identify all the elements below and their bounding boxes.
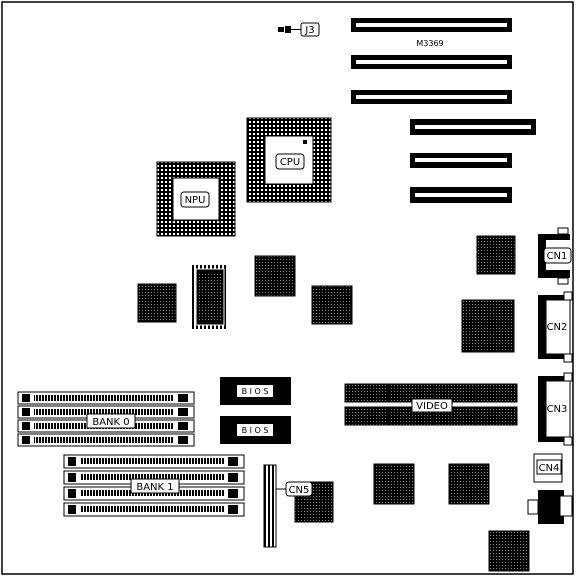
- npu-socket: NPU: [156, 161, 236, 237]
- simm-socket: [17, 433, 195, 447]
- expansion-slots-lower: [410, 119, 536, 203]
- plcc-chip-with-legs: [192, 265, 228, 329]
- chip: [488, 530, 530, 572]
- video-label: VIDEO: [416, 401, 448, 412]
- chip: [311, 285, 353, 325]
- cn3-label: CN3: [547, 404, 568, 415]
- simm-bank-1: BANK 1: [63, 454, 245, 517]
- bank-0-label: BANK 0: [92, 417, 129, 428]
- chip-group: [137, 235, 530, 572]
- cn2-connector: CN2: [538, 291, 573, 363]
- cn4-label: CN4: [539, 463, 560, 474]
- j3-label: J3: [304, 25, 314, 36]
- video-memory: VIDEO: [344, 383, 518, 426]
- chip: [476, 235, 516, 275]
- chip: [461, 299, 515, 353]
- expansion-slots-upper: [351, 18, 512, 104]
- simm-socket: [63, 470, 245, 485]
- bios-label-1: B I O S: [242, 387, 269, 396]
- chip: [137, 283, 177, 323]
- npu-label: NPU: [185, 195, 206, 206]
- cn4-connector: CN4: [533, 453, 563, 483]
- chip: [254, 255, 296, 297]
- simm-socket: [17, 391, 195, 405]
- bios-chip-1: B I O S: [220, 377, 291, 405]
- cn3-connector: CN3: [538, 372, 573, 446]
- cn2-label: CN2: [547, 322, 568, 333]
- bios-label-2: B I O S: [242, 426, 269, 435]
- bios-chip-2: B I O S: [220, 416, 291, 444]
- chip: [448, 463, 490, 505]
- cn5-label: CN5: [289, 485, 310, 496]
- cpu-label: CPU: [280, 157, 300, 168]
- simm-bank-0: BANK 0: [17, 391, 195, 447]
- cn1-connector: CN1: [538, 227, 572, 285]
- cn1-label: CN1: [547, 251, 568, 262]
- chip: [373, 463, 415, 505]
- aux-connector: [527, 490, 573, 524]
- cn5-header: CN5: [263, 464, 313, 548]
- model-label: M3369: [416, 39, 443, 48]
- cpu-socket: CPU: [246, 117, 332, 203]
- j3-jumper: J3: [278, 22, 320, 37]
- simm-socket: [63, 454, 245, 469]
- simm-socket: [63, 502, 245, 517]
- bank-1-label: BANK 1: [136, 482, 173, 493]
